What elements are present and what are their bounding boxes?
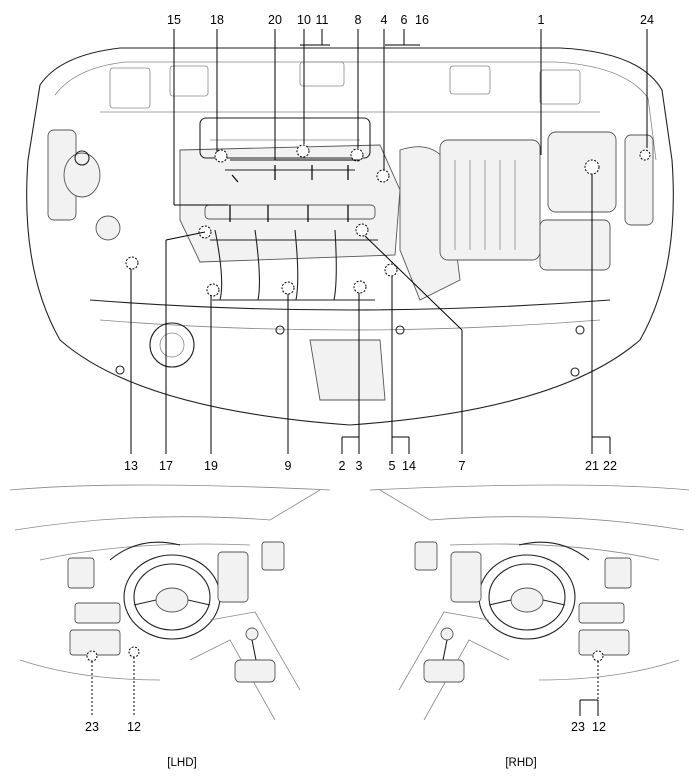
fuse-relay-box [547,131,617,213]
top-leader-lines [173,29,648,206]
intake-manifold [210,229,378,301]
rhd-callout-23: 23 [571,720,585,734]
callout-9: 9 [285,459,292,473]
callout-5: 5 [389,459,396,473]
callout-16: 16 [415,13,429,27]
callout-11: 11 [316,13,329,27]
callout-18: 18 [210,13,224,27]
callout-14: 14 [402,459,416,473]
lhd-caption: [LHD] [167,757,196,769]
engine-bay-illustration [26,47,674,426]
callout-21: 21 [585,459,599,473]
callout-7: 7 [459,459,466,473]
lhd-callout-23: 23 [85,720,99,734]
callout-20: 20 [268,13,282,27]
rhd-leader-lines [579,661,599,716]
rhd-caption: [RHD] [505,757,536,769]
coolant-reservoir [63,152,101,198]
callout-13: 13 [124,459,138,473]
fuel-rail [204,204,376,220]
battery [539,219,611,271]
callout-1: 1 [538,13,545,27]
injector-arrows [229,165,349,222]
callout-17: 17 [159,459,173,473]
lhd-leader-lines [91,657,135,716]
callout-2: 2 [339,459,346,473]
lhd-interior-illustration [9,484,331,721]
rhd-interior-illustration [369,484,690,721]
rhd-callout-12: 12 [592,720,606,734]
callout-8: 8 [355,13,362,27]
engine-block [179,144,401,263]
radiator-support-bolts [115,325,585,377]
callout-6: 6 [401,13,408,27]
engine-sensor-markers [125,144,651,297]
bottom-callout-labels: 13 17 19 9 2 3 5 14 7 21 22 [124,459,617,473]
callout-3: 3 [356,459,363,473]
bottom-leader-lines [130,174,611,454]
callout-15: 15 [167,13,181,27]
valve-cover [199,117,371,171]
callout-10: 10 [297,13,311,27]
cowl-vents [100,61,600,113]
right-strut-tower [624,134,654,226]
callout-4: 4 [381,13,388,27]
callout-22: 22 [603,459,617,473]
top-callout-labels: 15 18 20 10 11 8 4 6 16 1 24 [167,13,654,27]
callout-19: 19 [204,459,218,473]
lhd-callout-12: 12 [127,720,141,734]
callout-24: 24 [640,13,654,27]
